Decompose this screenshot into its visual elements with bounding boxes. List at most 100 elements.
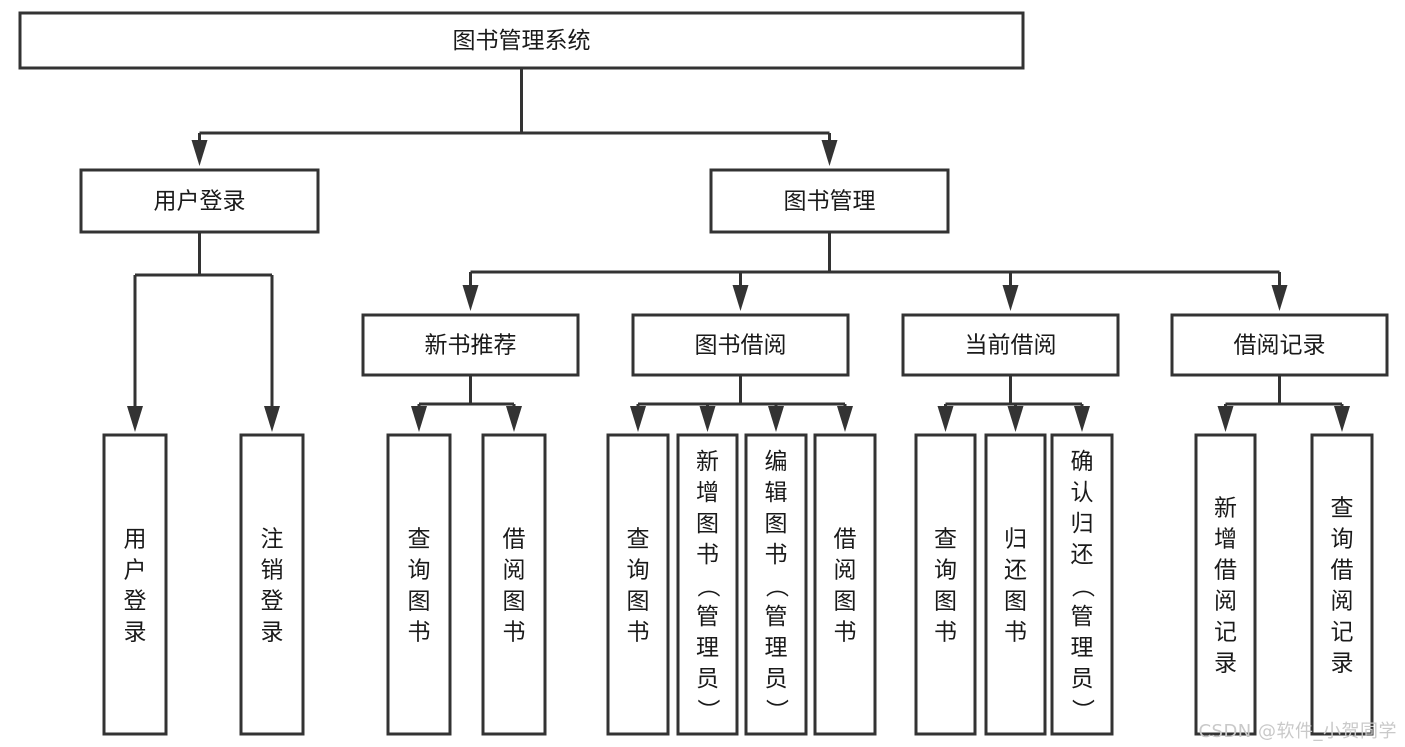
node-leaf-2-查询图书[interactable] (386, 433, 452, 736)
node-leaf-1-注销登录[interactable] (239, 433, 305, 736)
svg-text:询: 询 (1331, 527, 1354, 553)
svg-text:书: 书 (627, 620, 650, 646)
svg-text:图: 图 (696, 511, 719, 537)
node-level3-新书推荐[interactable] (361, 313, 580, 377)
edge-group-root (191, 68, 838, 166)
svg-text:确: 确 (1071, 449, 1094, 475)
node-leaf-10-确认归还管理员[interactable] (1050, 433, 1114, 736)
node-level2-图书管理[interactable] (709, 168, 950, 234)
node-level2-label-图书管理: 图书管理 (784, 189, 876, 215)
svg-text:录: 录 (124, 620, 147, 646)
node-leaf-4-查询图书[interactable] (606, 433, 670, 736)
svg-text:录: 录 (1331, 651, 1354, 677)
edge-group-图书借阅 (630, 375, 853, 432)
svg-text:辑: 辑 (765, 480, 788, 506)
edge-group-当前借阅 (937, 375, 1090, 432)
svg-text:还: 还 (1004, 558, 1027, 584)
svg-text:新: 新 (696, 449, 719, 475)
svg-text:员: 员 (696, 666, 719, 692)
svg-text:书: 书 (934, 620, 957, 646)
edge-group-借阅记录 (1217, 375, 1350, 432)
svg-text:增: 增 (696, 480, 719, 506)
svg-text:书: 书 (1004, 620, 1027, 646)
svg-text:阅: 阅 (503, 558, 526, 584)
svg-text:记: 记 (1331, 620, 1354, 646)
svg-text:书: 书 (696, 542, 719, 568)
node-level3-借阅记录[interactable] (1170, 313, 1389, 377)
svg-text:归: 归 (1071, 511, 1094, 537)
svg-text:录: 录 (261, 620, 284, 646)
svg-text:查: 查 (627, 527, 650, 553)
nodes-layer: 图书管理系统用户登录图书管理新书推荐图书借阅当前借阅借阅记录用户登录注销登录查询… (18, 11, 1389, 736)
svg-text:管: 管 (696, 604, 719, 630)
svg-text:归: 归 (1004, 527, 1027, 553)
node-leaf-6-编辑图书管理员[interactable] (744, 433, 808, 736)
svg-text:理: 理 (696, 635, 719, 661)
node-leaf-11-新增借阅记录[interactable] (1194, 433, 1257, 736)
node-leaf-8-查询图书[interactable] (914, 433, 977, 736)
svg-text:阅: 阅 (1214, 589, 1237, 615)
svg-text:理: 理 (1071, 635, 1094, 661)
svg-text:认: 认 (1071, 480, 1094, 506)
svg-text:记: 记 (1214, 620, 1237, 646)
node-leaf-7-借阅图书[interactable] (813, 433, 877, 736)
node-root-label: 图书管理系统 (453, 28, 591, 54)
svg-text:理: 理 (765, 635, 788, 661)
svg-text:管: 管 (765, 604, 788, 630)
svg-text:询: 询 (408, 558, 431, 584)
node-leaf-0-用户登录[interactable] (102, 433, 168, 736)
svg-text:询: 询 (934, 558, 957, 584)
svg-text:注: 注 (261, 527, 284, 553)
node-level3-label-当前借阅: 当前借阅 (965, 333, 1057, 359)
node-leaf-12-查询借阅记录[interactable] (1310, 433, 1374, 736)
svg-text:图: 图 (765, 511, 788, 537)
svg-text:图: 图 (1004, 589, 1027, 615)
svg-text:登: 登 (124, 589, 147, 615)
svg-text:户: 户 (124, 558, 147, 584)
svg-text:阅: 阅 (834, 558, 857, 584)
svg-text:）: ） (1069, 699, 1095, 722)
node-level3-当前借阅[interactable] (901, 313, 1120, 377)
edges-layer (127, 68, 1350, 432)
node-level2-label-用户登录: 用户登录 (154, 189, 246, 215)
svg-text:）: ） (763, 699, 789, 722)
svg-text:借: 借 (834, 527, 857, 553)
svg-text:还: 还 (1071, 542, 1094, 568)
node-leaf-3-借阅图书[interactable] (481, 433, 547, 736)
svg-text:阅: 阅 (1331, 589, 1354, 615)
svg-text:查: 查 (934, 527, 957, 553)
node-level2-用户登录[interactable] (79, 168, 320, 234)
node-leaf-5-新增图书管理员[interactable] (676, 433, 739, 736)
svg-text:（: （ (763, 575, 789, 598)
svg-text:图: 图 (408, 589, 431, 615)
node-level3-label-新书推荐: 新书推荐 (425, 333, 517, 359)
svg-text:员: 员 (765, 666, 788, 692)
svg-text:新: 新 (1214, 496, 1237, 522)
svg-text:（: （ (1069, 575, 1095, 598)
svg-text:图: 图 (503, 589, 526, 615)
svg-text:录: 录 (1214, 651, 1237, 677)
node-level3-label-借阅记录: 借阅记录 (1234, 333, 1326, 359)
svg-text:员: 员 (1071, 666, 1094, 692)
svg-text:查: 查 (1331, 496, 1354, 522)
svg-text:借: 借 (503, 527, 526, 553)
node-leaf-9-归还图书[interactable] (984, 433, 1047, 736)
node-level3-图书借阅[interactable] (631, 313, 850, 377)
watermark-label: CSDN @软件_小贺同学 (1198, 721, 1397, 742)
svg-text:询: 询 (627, 558, 650, 584)
svg-text:增: 增 (1214, 527, 1237, 553)
node-root[interactable] (18, 11, 1025, 70)
svg-text:销: 销 (261, 558, 284, 584)
svg-text:图: 图 (627, 589, 650, 615)
svg-text:书: 书 (503, 620, 526, 646)
